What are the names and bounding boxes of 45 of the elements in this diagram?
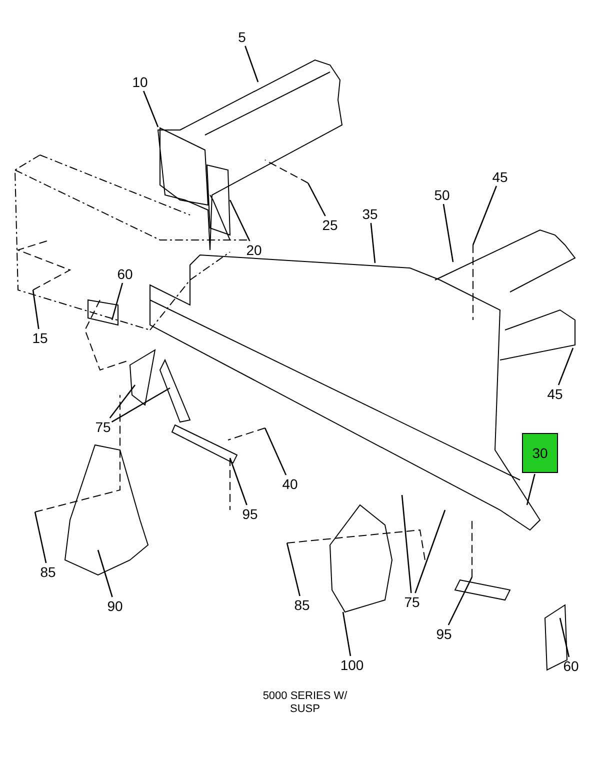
leader-line [307, 182, 326, 216]
callout-number: 100 [340, 657, 364, 673]
leader-line [448, 576, 473, 626]
leader-line [342, 612, 352, 656]
callout-number: 85 [294, 597, 310, 613]
callout-number: 75 [95, 419, 111, 435]
callout-number: 10 [132, 74, 148, 90]
leader-line [229, 458, 248, 506]
callout-number: 40 [282, 476, 298, 492]
callout-number: 5 [238, 29, 246, 45]
leader-line [32, 290, 40, 330]
leader-line [401, 494, 412, 594]
leader-line [34, 512, 47, 564]
leader-line [264, 428, 287, 476]
leader-line [111, 387, 170, 422]
callout-number: 15 [32, 330, 48, 346]
callout-number: 45 [492, 169, 508, 185]
leader-line [229, 200, 250, 242]
leader-line [414, 510, 446, 594]
callout-number: 25 [322, 217, 338, 233]
leader-line [559, 618, 570, 658]
drawing-caption: 5000 SERIES W/ SUSP [262, 690, 348, 716]
leader-line [244, 46, 259, 82]
callout-number: 90 [107, 598, 123, 614]
callout-number: 60 [563, 658, 579, 674]
callout-number: 95 [242, 506, 258, 522]
leader-line [442, 204, 454, 262]
callout-number: 95 [436, 626, 452, 642]
leader-line [526, 474, 536, 506]
leader-line [143, 90, 159, 128]
callout-number: 85 [40, 564, 56, 580]
leader-line [286, 542, 300, 596]
leader-line [97, 550, 113, 598]
highlighted-callout-number: 30 [522, 433, 558, 473]
leader-line [109, 384, 136, 418]
leader-line [558, 348, 574, 386]
leader-line [111, 282, 124, 320]
leader-line [472, 186, 498, 246]
callout-number: 20 [246, 242, 262, 258]
callout-number: 45 [547, 386, 563, 402]
callout-number: 35 [362, 206, 378, 222]
callout-number: 75 [404, 594, 420, 610]
callout-number: 60 [117, 266, 133, 282]
leader-line [370, 222, 376, 264]
callout-number: 50 [434, 187, 450, 203]
